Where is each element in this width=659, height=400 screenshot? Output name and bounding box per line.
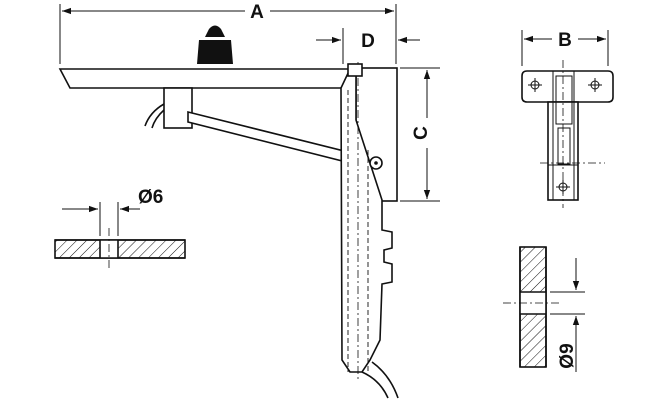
dimension-b: B bbox=[521, 30, 609, 66]
screw-hole-icon bbox=[588, 78, 602, 92]
screw-hole-icon bbox=[528, 78, 542, 92]
hole-detail-9: Ø9 bbox=[503, 246, 585, 372]
dimension-c: C bbox=[400, 67, 440, 202]
weight-icon bbox=[197, 25, 233, 64]
bracket-side-view bbox=[58, 25, 399, 399]
label-hole-6: Ø6 bbox=[138, 187, 163, 208]
screw-hole-icon bbox=[556, 180, 570, 194]
bracket-front-view bbox=[521, 60, 614, 208]
label-hole-9: Ø9 bbox=[557, 343, 578, 368]
shelf-plate bbox=[58, 68, 352, 89]
hole-detail-6: Ø6 bbox=[54, 187, 186, 268]
label-a: A bbox=[250, 2, 264, 23]
dimension-a: A bbox=[59, 2, 397, 64]
dimension-d: D bbox=[316, 28, 420, 64]
label-c: C bbox=[411, 126, 432, 140]
shelf-clamp bbox=[144, 87, 193, 129]
label-b: B bbox=[558, 30, 572, 51]
vertical-leg bbox=[340, 62, 399, 399]
pivot-icon bbox=[369, 156, 383, 170]
label-d: D bbox=[361, 31, 375, 52]
